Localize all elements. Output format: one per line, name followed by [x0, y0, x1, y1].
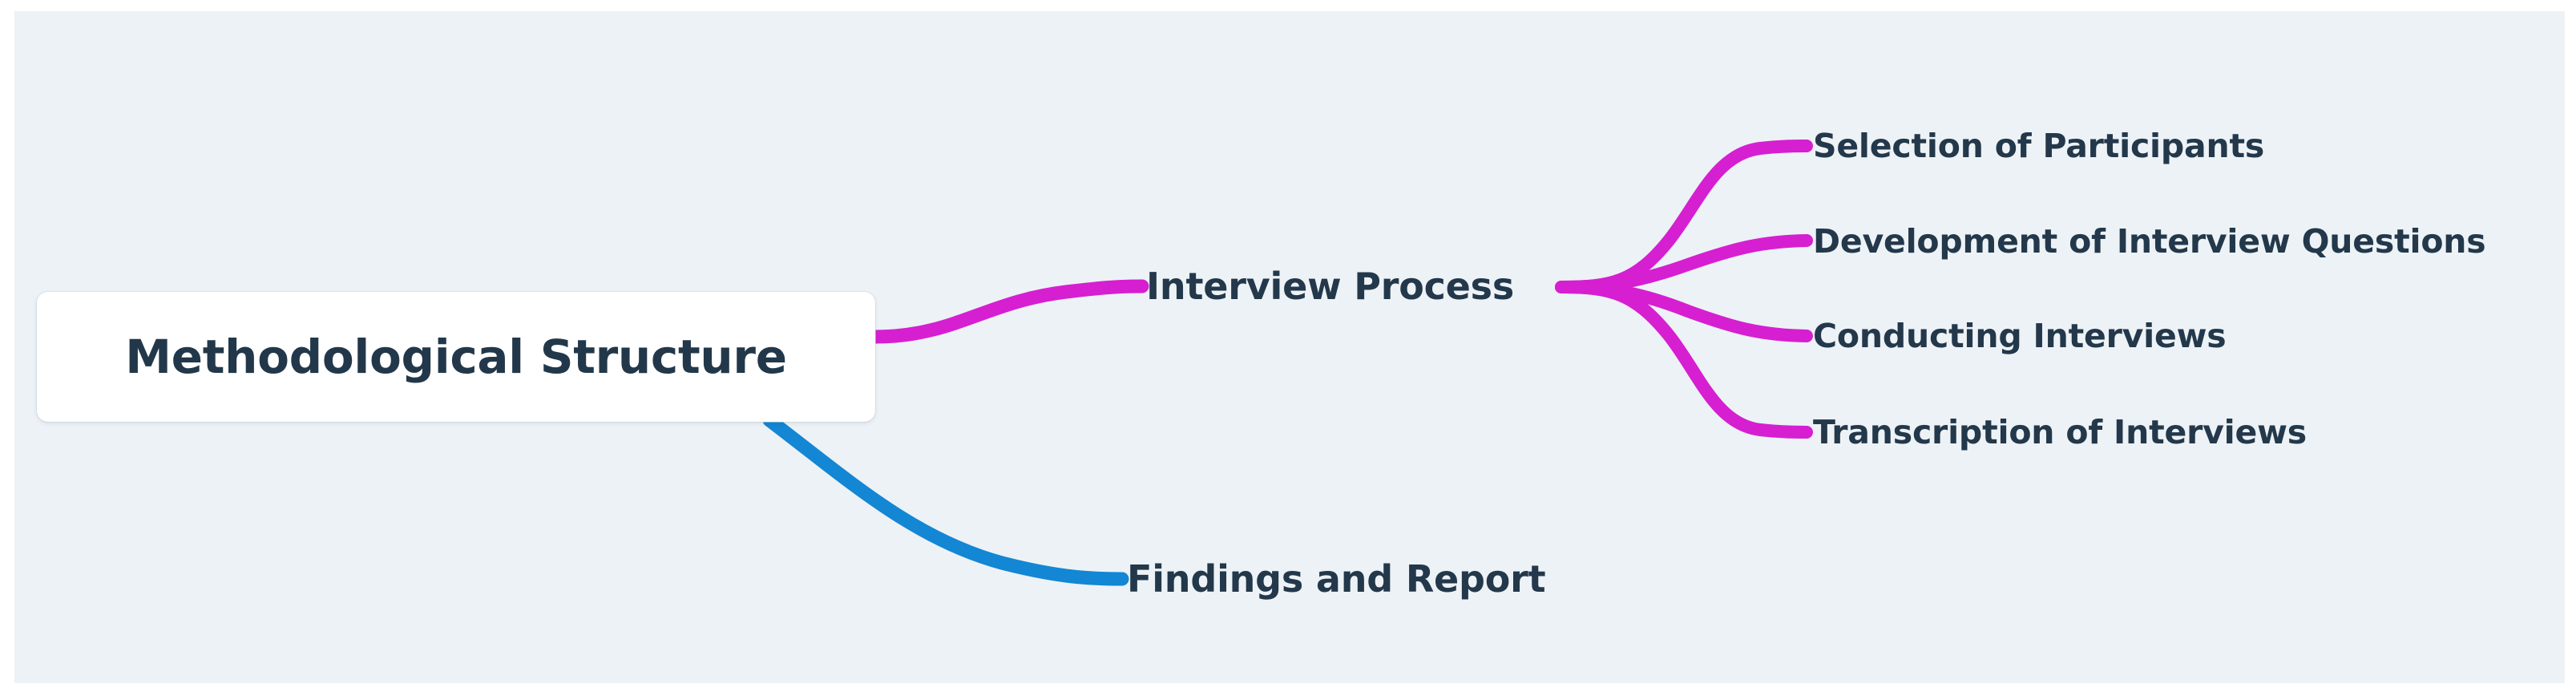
branch-node-findings-and-report[interactable]: Findings and Report	[1127, 560, 1546, 597]
leaf-node-selection-of-participants-label: Selection of Participants	[1813, 127, 2265, 165]
leaf-node-transcription-of-interviews-label: Transcription of Interviews	[1813, 413, 2307, 451]
mindmap-root-node[interactable]: Methodological Structure	[37, 292, 875, 422]
leaf-node-transcription-of-interviews[interactable]: Transcription of Interviews	[1813, 416, 2307, 449]
root-node-label: Methodological Structure	[125, 330, 787, 384]
leaf-node-development-of-interview-questions-label: Development of Interview Questions	[1813, 222, 2486, 261]
leaf-node-development-of-interview-questions[interactable]: Development of Interview Questions	[1813, 225, 2486, 258]
leaf-node-selection-of-participants[interactable]: Selection of Participants	[1813, 130, 2264, 163]
leaf-node-conducting-interviews[interactable]: Conducting Interviews	[1813, 320, 2227, 353]
branch-node-interview-process[interactable]: Interview Process	[1146, 268, 1514, 305]
branch-node-interview-process-label: Interview Process	[1146, 265, 1515, 308]
branch-node-findings-and-report-label: Findings and Report	[1127, 557, 1546, 601]
leaf-node-conducting-interviews-label: Conducting Interviews	[1813, 317, 2227, 355]
